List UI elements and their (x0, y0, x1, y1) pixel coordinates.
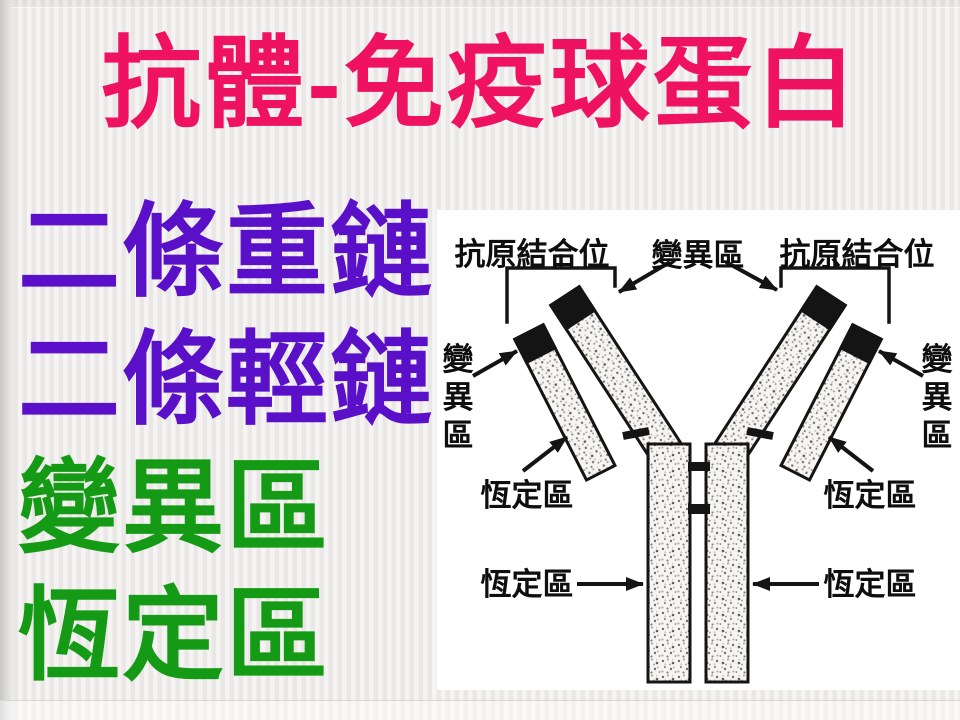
hinge-bond-upper (688, 462, 710, 471)
left-edge-decoration (0, 0, 16, 720)
label-variable-region-right-vertical: 變 異 區 (922, 342, 953, 453)
right-heavy-chain-tip (799, 284, 848, 331)
label-constant-region-mid-left: 恆定區 (481, 478, 574, 513)
hinge-bond-lower (688, 504, 710, 514)
bullet-list: 二條重鏈 二條輕鏈 變異區 恆定區 (18, 188, 434, 700)
label-antigen-binding-site-right: 抗原結合位 (780, 237, 935, 272)
label-antigen-binding-site-left: 抗原結合位 (455, 237, 610, 272)
bullet-variable-region: 變異區 (18, 451, 330, 565)
constant-mid-left-arrow (521, 435, 569, 473)
label-variable-left-char-2: 異 (443, 380, 474, 415)
label-variable-region-left-vertical: 變 異 區 (443, 342, 474, 453)
bullet-two-heavy-chains: 二條重鏈 (18, 195, 434, 309)
label-variable-region-top: 變異區 (652, 238, 745, 273)
label-variable-left-char-3: 區 (443, 418, 474, 453)
top-edge-decoration (0, 0, 960, 8)
right-binding-site-bracket (779, 254, 891, 324)
label-variable-left-char-1: 變 (443, 342, 474, 377)
bullet-constant-region: 恆定區 (18, 579, 330, 693)
left-binding-site-bracket (505, 254, 617, 324)
left-heavy-chain-tip (548, 284, 597, 331)
left-light-chain-tip (512, 322, 558, 365)
variable-left-side-arrow (472, 349, 518, 378)
variable-region-arrow-left (617, 260, 672, 294)
slide-title: 抗體-免疫球蛋白 (101, 28, 859, 140)
right-light-chain-tip (838, 322, 884, 365)
left-heavy-chain-stem (646, 442, 692, 684)
label-constant-region-mid-right: 恆定區 (824, 478, 917, 513)
right-chain-bond (746, 427, 774, 440)
variable-right-side-arrow (878, 349, 924, 378)
label-constant-region-lower-left: 恆定區 (481, 567, 574, 602)
left-chain-bond (622, 427, 650, 440)
label-variable-right-char-1: 變 (922, 342, 953, 377)
antibody-left-half (512, 284, 692, 684)
variable-region-arrow-right (725, 260, 778, 292)
antibody-diagram: 抗原結合位 變異區 抗原結合位 變 異 區 變 異 區 恆定區 恆定區 恆定區 … (443, 237, 953, 684)
label-variable-right-char-3: 區 (922, 418, 953, 453)
antibody-right-half (704, 284, 884, 684)
right-heavy-chain-stem (704, 442, 750, 684)
constant-mid-right-arrow (827, 435, 875, 473)
antibody-diagram-panel: 抗原結合位 變異區 抗原結合位 變 異 區 變 異 區 恆定區 恆定區 恆定區 … (437, 210, 960, 690)
label-constant-region-lower-right: 恆定區 (824, 567, 917, 602)
label-variable-right-char-2: 異 (922, 380, 953, 415)
bottom-edge-decoration (0, 700, 960, 720)
bullet-two-light-chains: 二條輕鏈 (18, 323, 434, 437)
